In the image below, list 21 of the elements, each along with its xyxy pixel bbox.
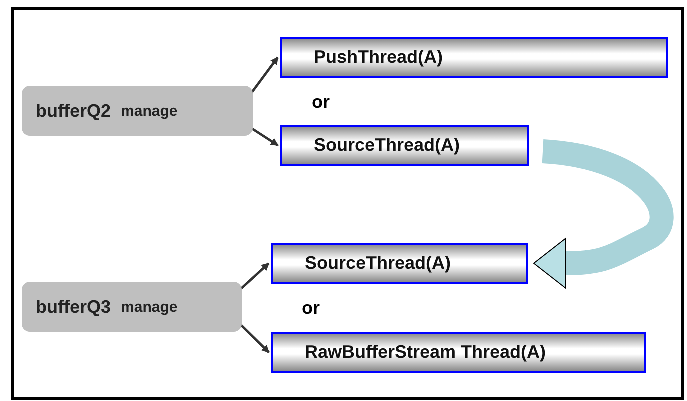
manager-box (22, 282, 242, 332)
thread-label: SourceThread(A) (305, 253, 452, 274)
thread-box (271, 243, 528, 284)
thread-box (280, 37, 668, 78)
node-subtitle: manage (121, 298, 178, 316)
thread-label: RawBufferStream Thread(A) (305, 342, 546, 363)
or-label: or (302, 298, 320, 319)
node-title: bufferQ2 (36, 100, 112, 122)
thread-label: SourceThread(A) (314, 135, 460, 156)
arrow (239, 323, 270, 354)
thread-box (271, 332, 646, 373)
manager-box (22, 86, 253, 136)
curved-block-arrow (534, 140, 674, 289)
or-label: or (312, 92, 330, 113)
thread-box (280, 125, 529, 166)
arrow (239, 262, 270, 291)
arrow (250, 126, 279, 147)
arrow (250, 56, 279, 95)
node-title: bufferQ3 (36, 296, 112, 318)
node-subtitle: manage (121, 102, 178, 120)
thread-label: PushThread(A) (314, 47, 444, 68)
